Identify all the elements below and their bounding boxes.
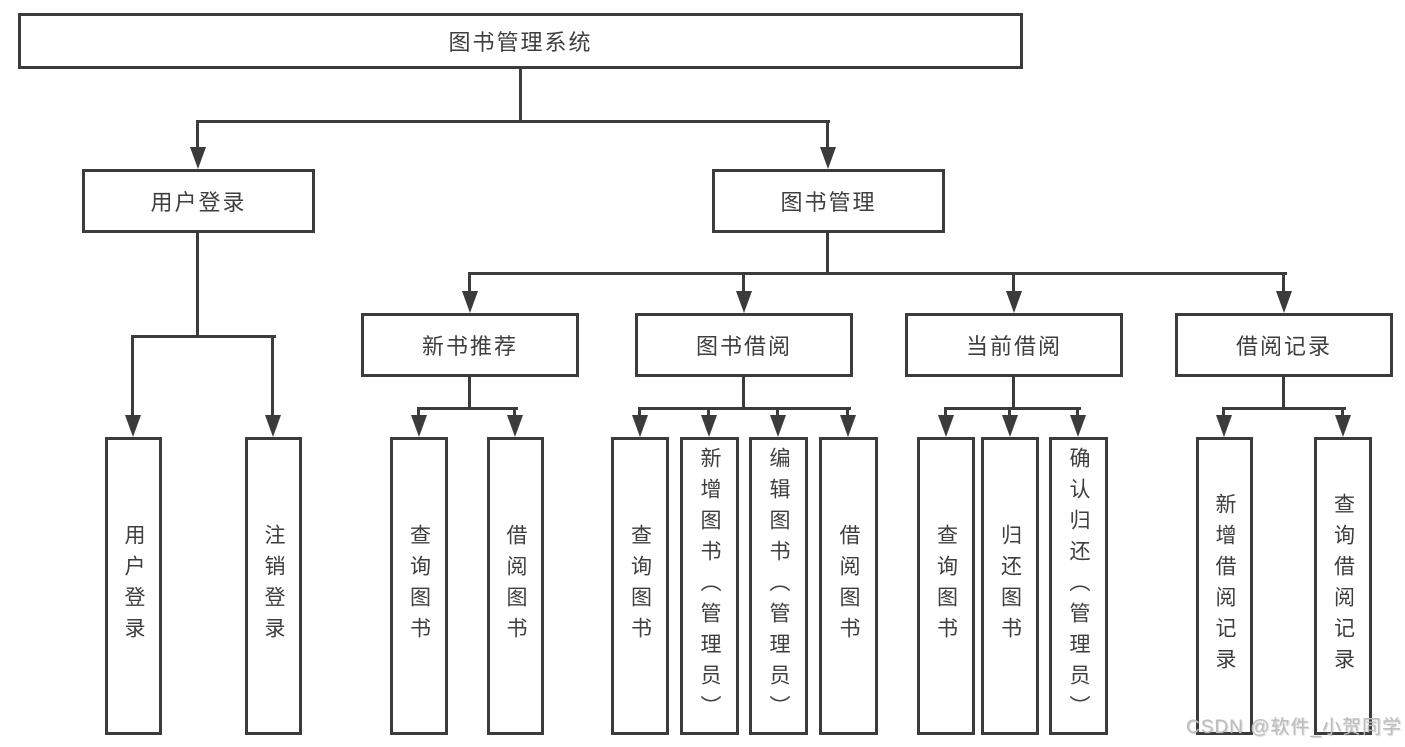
node-label: 新增图书（管理员） <box>698 446 721 726</box>
node-label: 归还图书 <box>998 524 1022 648</box>
node-query-books-recommend: 查询图书 <box>390 437 448 735</box>
node-query-books-borrow: 查询图书 <box>611 437 669 735</box>
connector-line <box>197 120 830 123</box>
node-user-login-action: 用户登录 <box>105 437 162 735</box>
node-borrow-records: 借阅记录 <box>1175 313 1393 377</box>
node-label: 查询图书 <box>628 524 652 648</box>
node-label: 注销登录 <box>262 524 285 648</box>
arrow-down-icon <box>1216 415 1232 437</box>
node-add-books-admin: 新增图书（管理员） <box>680 437 739 735</box>
connector-line <box>742 377 745 407</box>
node-borrow-books-recommend: 借阅图书 <box>487 437 544 735</box>
node-label: 查询图书 <box>407 524 431 648</box>
arrow-down-icon <box>820 147 836 169</box>
connector-line <box>707 407 710 415</box>
node-query-books-current: 查询图书 <box>917 437 975 735</box>
connector-line <box>1222 407 1225 415</box>
arrow-down-icon <box>701 415 717 437</box>
connector-line <box>131 335 134 415</box>
csdn-watermark: CSDN @软件_小贺同学 <box>1186 717 1402 738</box>
connector-line <box>1222 407 1346 410</box>
connector-line <box>1282 272 1285 291</box>
arrow-down-icon <box>190 147 206 169</box>
arrow-down-icon <box>736 291 752 313</box>
arrow-down-icon <box>462 291 478 313</box>
node-label: 借阅图书 <box>504 524 527 648</box>
connector-line <box>944 407 947 415</box>
connector-line <box>1012 272 1015 291</box>
connector-line <box>468 272 1287 275</box>
connector-line <box>776 407 779 415</box>
node-label: 查询图书 <box>934 524 958 648</box>
connector-line <box>1076 407 1079 415</box>
node-book-borrowing: 图书借阅 <box>635 313 853 377</box>
connector-line <box>513 407 516 415</box>
connector-line <box>468 272 471 291</box>
node-book-management: 图书管理 <box>712 169 945 233</box>
node-label: 编辑图书（管理员） <box>767 446 790 726</box>
arrow-down-icon <box>632 415 648 437</box>
connector-line <box>826 233 829 272</box>
connector-line <box>271 335 274 415</box>
connector-line <box>638 407 851 410</box>
connector-line <box>1012 377 1015 407</box>
connector-line <box>1008 407 1011 415</box>
node-label: 新增借阅记录 <box>1213 493 1236 679</box>
node-user-login-branch: 用户登录 <box>82 169 315 233</box>
node-edit-books-admin: 编辑图书（管理员） <box>749 437 808 735</box>
arrow-down-icon <box>938 415 954 437</box>
node-borrow-books: 借阅图书 <box>819 437 878 735</box>
node-new-book-recommend: 新书推荐 <box>361 313 579 377</box>
arrow-down-icon <box>265 415 281 437</box>
arrow-down-icon <box>125 415 141 437</box>
connector-line <box>742 272 745 291</box>
connector-line <box>131 335 276 338</box>
connector-line <box>846 407 849 415</box>
connector-line <box>417 407 420 415</box>
connector-line <box>417 407 518 410</box>
node-return-books: 归还图书 <box>981 437 1039 735</box>
connector-line <box>196 120 199 147</box>
connector-line <box>468 377 471 407</box>
arrow-down-icon <box>411 415 427 437</box>
arrow-down-icon <box>1276 291 1292 313</box>
connector-line <box>826 120 829 147</box>
arrow-down-icon <box>1002 415 1018 437</box>
node-query-borrow-record: 查询借阅记录 <box>1314 437 1372 735</box>
connector-line <box>944 407 1081 410</box>
arrow-down-icon <box>1006 291 1022 313</box>
node-confirm-return-admin: 确认归还（管理员） <box>1049 437 1108 735</box>
arrow-down-icon <box>840 415 856 437</box>
node-label: 确认归还（管理员） <box>1067 446 1090 726</box>
connector-line <box>1282 377 1285 407</box>
connector-line <box>519 69 522 120</box>
node-add-borrow-record: 新增借阅记录 <box>1196 437 1253 735</box>
arrow-down-icon <box>1335 415 1351 437</box>
node-current-borrowing: 当前借阅 <box>905 313 1123 377</box>
node-logout: 注销登录 <box>245 437 302 735</box>
arrow-down-icon <box>770 415 786 437</box>
node-label: 查询借阅记录 <box>1331 493 1355 679</box>
connector-line <box>1341 407 1344 415</box>
connector-line <box>638 407 641 415</box>
arrow-down-icon <box>1070 415 1086 437</box>
node-label: 用户登录 <box>122 524 145 648</box>
arrow-down-icon <box>507 415 523 437</box>
node-library-system: 图书管理系统 <box>18 13 1023 69</box>
connector-line <box>196 233 199 335</box>
node-label: 借阅图书 <box>837 524 860 648</box>
